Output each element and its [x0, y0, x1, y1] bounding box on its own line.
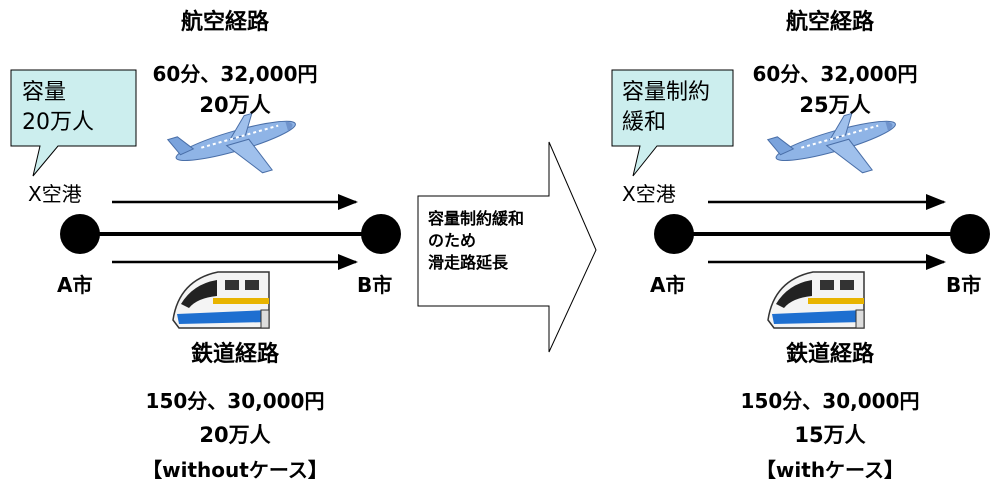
callout-line-1: 容量制約 — [622, 80, 711, 105]
transition-line-1: 容量制約緩和 — [428, 209, 525, 228]
transition-arrow-text: 容量制約緩和 のため 滑走路延長 — [428, 208, 553, 274]
transition-line-2: のため — [428, 231, 477, 250]
city-b-label-right: B市 — [946, 273, 982, 297]
rail-route-title-right: 鉄道経路 — [785, 342, 874, 367]
airplane-icon — [166, 112, 296, 174]
rail-cost-right: 150分、30,000円 — [740, 389, 920, 413]
case-label-without: 【withoutケース】 — [142, 458, 328, 482]
city-a-label-right: A市 — [650, 273, 686, 297]
rail-passengers-left: 20万人 — [199, 423, 271, 447]
train-icon — [172, 271, 270, 329]
city-a-label-left: A市 — [57, 273, 93, 297]
callout-line-2: 20万人 — [22, 110, 94, 135]
city-b-node-right — [950, 214, 990, 254]
city-b-label-left: B市 — [357, 273, 393, 297]
callout-line-1: 容量 — [22, 80, 67, 105]
air-cost-left: 60分、32,000円 — [152, 62, 318, 86]
transition-arrow — [417, 141, 597, 353]
callout-line-2: 緩和 — [622, 110, 667, 135]
rail-passengers-right: 15万人 — [794, 423, 866, 447]
air-passengers-right: 25万人 — [799, 93, 871, 117]
air-route-title-left: 航空経路 — [180, 10, 269, 35]
rail-cost-left: 150分、30,000円 — [145, 389, 325, 413]
air-cost-right: 60分、32,000円 — [752, 62, 918, 86]
city-b-node-left — [361, 214, 401, 254]
rail-route-title-left: 鉄道経路 — [190, 342, 279, 367]
capacity-callout-text-left: 容量 20万人 — [22, 78, 132, 138]
case-label-with: 【withケース】 — [755, 458, 905, 482]
train-icon — [767, 271, 865, 329]
transition-line-3: 滑走路延長 — [428, 253, 509, 272]
city-a-node-right — [654, 214, 694, 254]
airport-label-left: X空港 — [28, 182, 82, 206]
capacity-callout-right — [611, 69, 734, 177]
airport-label-right: X空港 — [622, 182, 676, 206]
air-passengers-left: 20万人 — [199, 93, 271, 117]
capacity-callout-text-right: 容量制約 緩和 — [622, 78, 732, 138]
city-a-node-left — [60, 214, 100, 254]
air-route-title-right: 航空経路 — [785, 10, 874, 35]
capacity-callout-left — [10, 69, 137, 177]
airplane-icon — [766, 112, 896, 174]
